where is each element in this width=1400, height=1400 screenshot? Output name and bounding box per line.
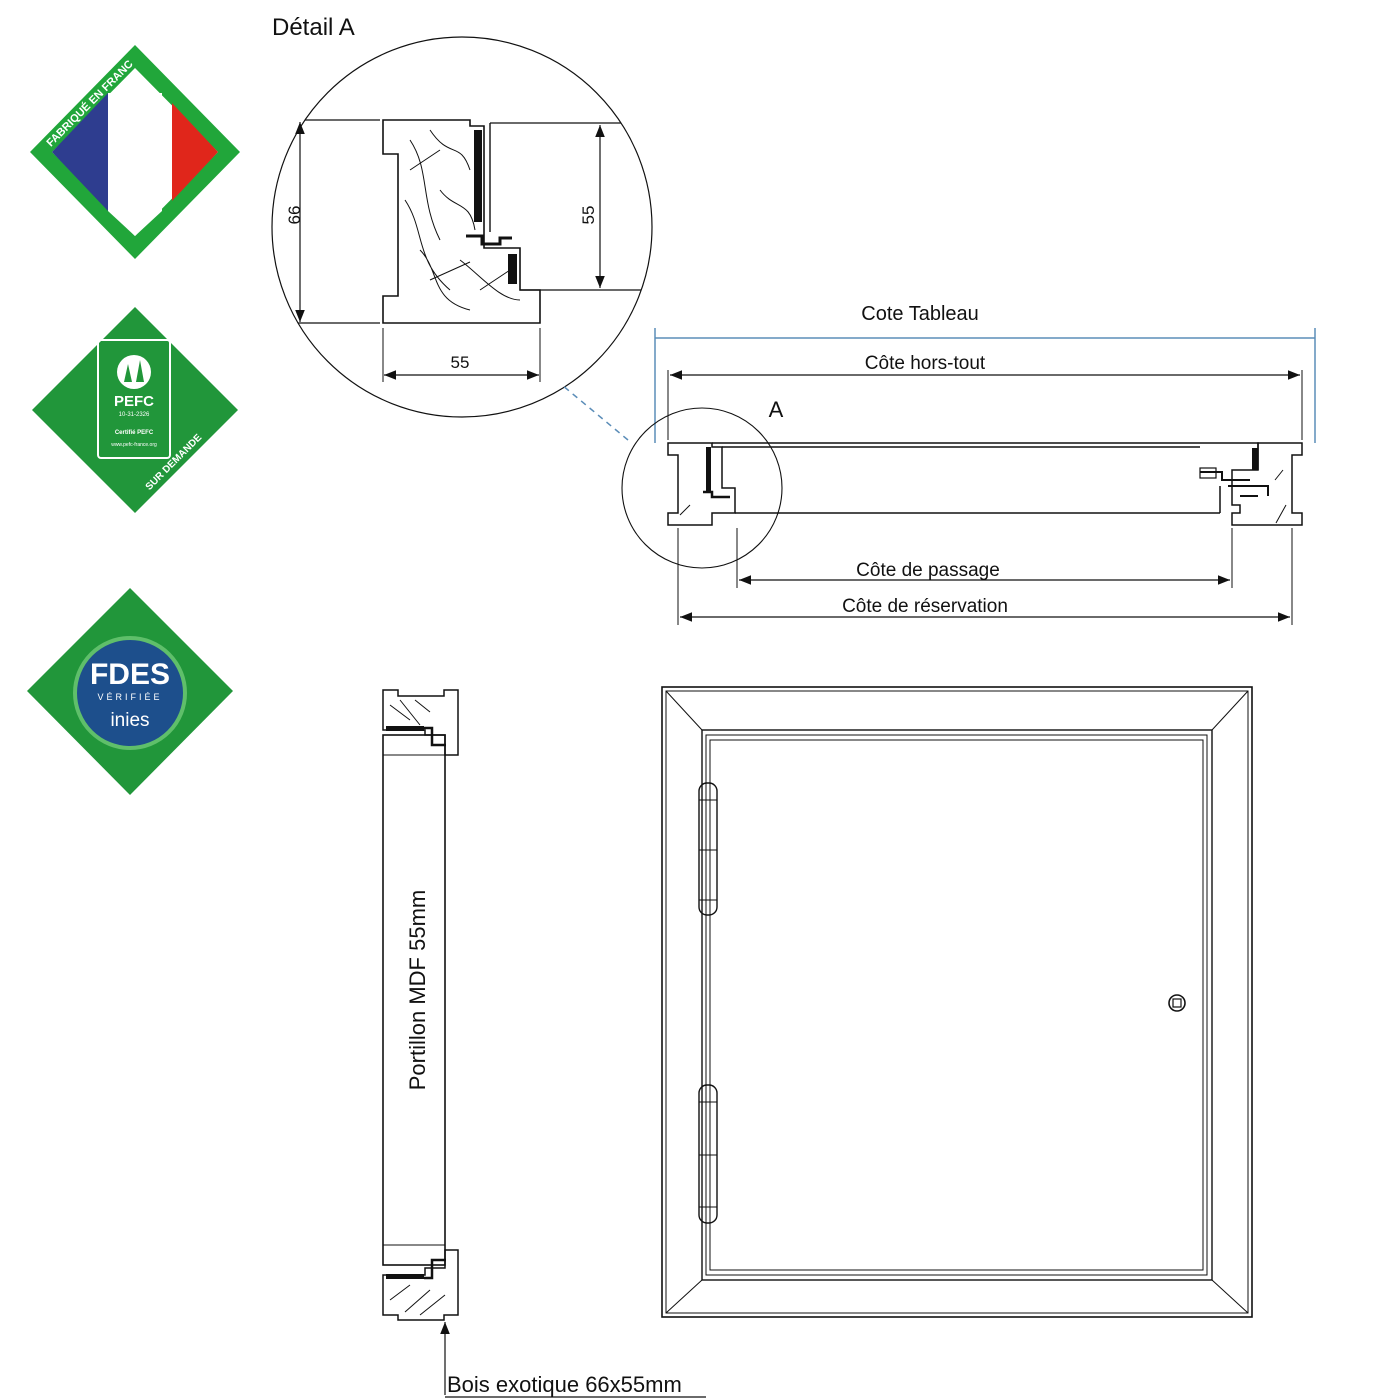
section-view: Cote Tableau Côte hors-tout A Côte de pa… [561, 303, 1316, 625]
fdes-circle [73, 636, 187, 750]
label-cote-reservation: Côte de réservation [842, 596, 1008, 617]
vertical-section: Portillon MDF 55mm Bois exotique 66x55mm [382, 689, 706, 1398]
detail-dimensions: 66 55 55 [285, 122, 605, 382]
pefc-tree-icon [117, 355, 151, 389]
pefc-code: 10-31-2326 [119, 412, 150, 418]
frame-label: Bois exotique 66x55mm [447, 1372, 682, 1397]
pefc-logo-text: PEFC [114, 393, 154, 410]
front-elevation [661, 686, 1253, 1318]
france-badge: FABRIQUÉ EN FRANCE [0, 0, 240, 259]
lock-icon [1168, 994, 1186, 1012]
pefc-badge: PEFC 10-31-2326 Certifié PEFC www.pefc-f… [32, 307, 238, 513]
detail-title: Détail A [272, 14, 355, 41]
pefc-url: www.pefc-france.org [111, 442, 157, 448]
dim-width: 55 [451, 353, 470, 372]
label-cote-passage: Côte de passage [856, 560, 1000, 581]
dim-height-right: 55 [579, 206, 598, 225]
hinge-bottom [698, 1084, 718, 1224]
label-cote-hors-tout: Côte hors-tout [865, 353, 986, 374]
detail-a-view [271, 36, 653, 418]
fdes-badge: FDES VÉRIFIÉE inies [27, 588, 233, 795]
fdes-subtitle: VÉRIFIÉE [97, 692, 162, 702]
dim-height-left: 66 [285, 206, 304, 225]
section-marker-a: A [769, 397, 784, 422]
hinge-top [698, 782, 718, 916]
door-label: Portillon MDF 55mm [405, 890, 430, 1090]
fdes-inies: inies [110, 710, 149, 731]
fdes-title: FDES [90, 658, 170, 691]
pefc-cert: Certifié PEFC [115, 430, 154, 436]
label-cote-tableau: Cote Tableau [861, 303, 979, 325]
